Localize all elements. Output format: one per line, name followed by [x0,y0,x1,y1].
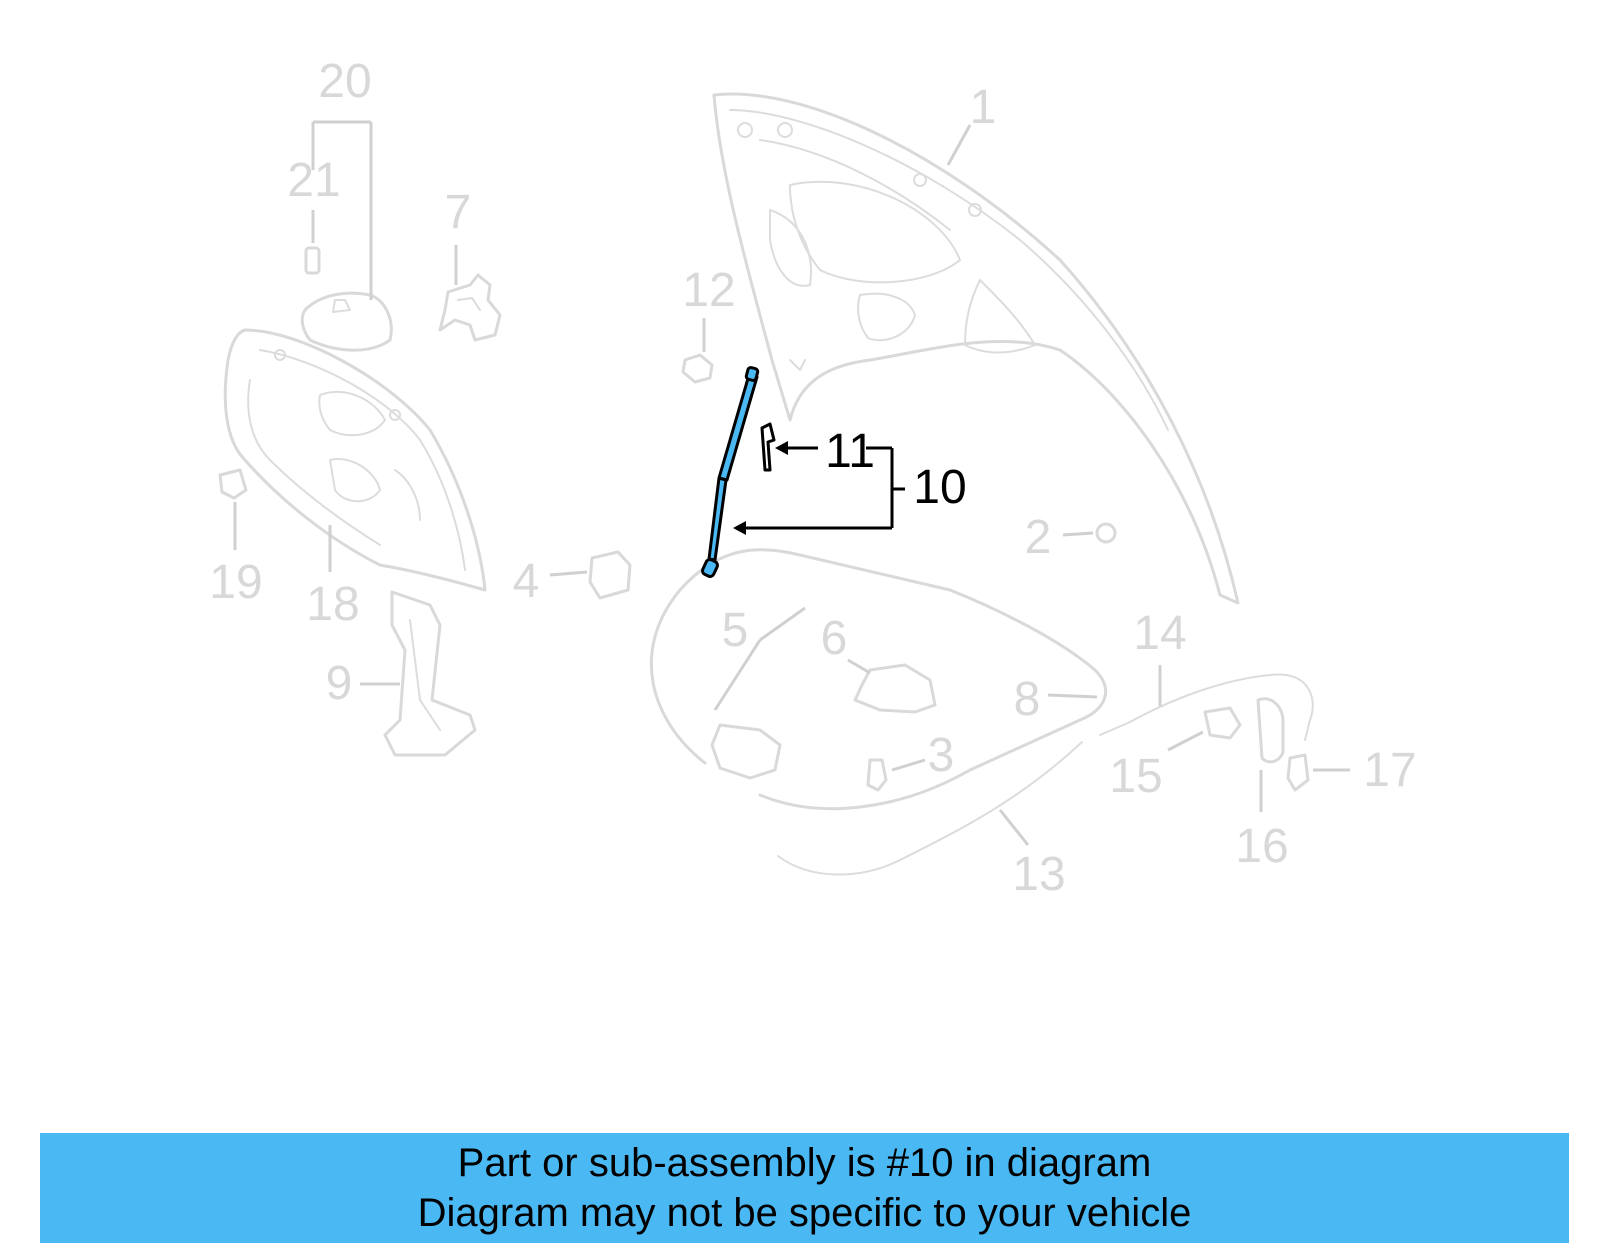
clip-part-3 [866,758,888,792]
hood-lift-strut-part-10 [700,366,760,578]
callout-8: 8 [1014,673,1041,726]
callout-21: 21 [287,154,340,207]
support-bracket-part-9 [383,590,477,757]
callout-3: 3 [928,729,955,782]
hood-cap-assembly [300,246,393,352]
callout-17: 17 [1363,744,1416,797]
callout-15: 15 [1109,750,1162,803]
callout-1: 1 [970,81,997,134]
callout-14: 14 [1133,607,1186,660]
callout-11: 11 [825,425,875,478]
bumper-part-4 [588,550,632,600]
release-cable-part-14 [1099,673,1314,741]
grommet-part-2 [1095,522,1117,544]
clip-part-19 [218,468,248,500]
strut-cylinder [717,373,759,482]
strut-bottom-end [700,558,720,578]
handle-bracket-part-15 [1203,706,1242,740]
leader-lines [233,120,1350,846]
callout-5: 5 [722,604,749,657]
clip-part-17 [1286,753,1310,792]
caption-banner: Part or sub-assembly is #10 in diagram D… [40,1133,1569,1243]
stopper-part-12 [681,353,714,384]
strut-rod [707,476,728,562]
callout-2: 2 [1025,511,1052,564]
callout-16: 16 [1235,820,1288,873]
callout-12: 12 [682,264,735,317]
callout-6: 6 [821,612,848,665]
weatherstrip-part-8 [649,548,1108,811]
arrow-10 [733,521,746,535]
caption-line-2: Diagram may not be specific to your vehi… [417,1191,1192,1235]
callout-7: 7 [445,186,472,239]
callout-18: 18 [306,578,359,631]
lock-part-5 [710,723,782,780]
callout-13: 13 [1012,848,1065,901]
callout-20: 20 [318,55,371,108]
latch-part-6 [853,663,937,714]
callout-19: 19 [209,556,262,609]
callout-4: 4 [513,555,540,608]
hood-panel [712,92,1240,605]
strut-clip-part-11 [760,422,776,472]
release-handle-part-16 [1256,697,1285,764]
arrow-11 [775,441,788,455]
hood-insulator [223,328,487,592]
callout-10: 10 [913,461,966,514]
leader-lines-active [733,441,905,535]
release-cable-part-13 [777,741,1083,876]
bracket-part-7 [438,273,502,342]
caption-line-1: Part or sub-assembly is #10 in diagram [457,1141,1152,1185]
strut-top-end [744,366,760,382]
callout-9: 9 [326,657,353,710]
